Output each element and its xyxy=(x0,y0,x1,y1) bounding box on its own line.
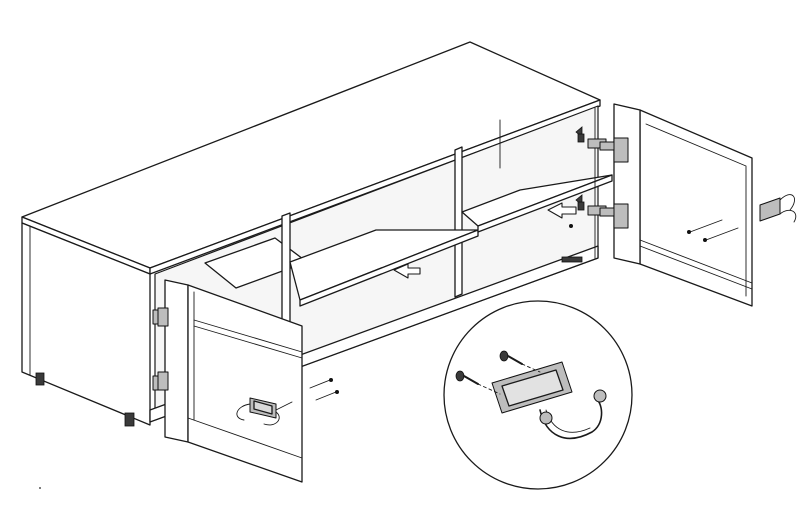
left-door xyxy=(157,279,339,483)
left-door-rail-3 xyxy=(187,417,303,459)
cabinet-left-side xyxy=(21,222,151,426)
left-door-edge xyxy=(164,279,189,443)
cabinet-divider-2 xyxy=(454,146,463,298)
hinge-arm-top xyxy=(599,141,615,151)
cabinet-foot-2 xyxy=(124,412,135,427)
handle-backplate-recess xyxy=(501,369,564,407)
right-door-edge xyxy=(613,103,641,265)
handle-knob-left xyxy=(539,411,553,425)
cabinet-shelf-right-edge xyxy=(477,174,613,233)
right-door-inset xyxy=(645,123,747,297)
screw-left-2-icon xyxy=(315,391,337,401)
handle-bail xyxy=(539,397,603,440)
screw-right-1-icon xyxy=(689,219,723,233)
right-door xyxy=(599,103,797,307)
hinge-door-bottom xyxy=(613,203,629,229)
hinge-left-door-bottom xyxy=(157,371,169,391)
left-door-handle xyxy=(236,397,293,426)
cabinet-top-side-edge xyxy=(149,99,601,275)
cabinet-shelf-center-edge xyxy=(299,229,479,307)
left-door-rail xyxy=(193,319,303,353)
insert-arrow-right-icon xyxy=(547,202,577,219)
handle-knob-right xyxy=(593,389,607,403)
screw-left-1-icon xyxy=(309,379,331,389)
handle-detail-callout xyxy=(443,300,633,490)
insert-arrow-center-icon xyxy=(393,263,421,279)
callout-screw-1-icon xyxy=(455,370,501,395)
right-door-handle xyxy=(759,194,797,223)
left-door-panel xyxy=(187,284,303,483)
hinge-cabinet-bottom xyxy=(575,194,607,216)
cabinet-foot-3 xyxy=(561,256,583,263)
hinge-arm-bottom xyxy=(599,207,615,217)
left-door-rail-2 xyxy=(193,325,303,359)
screw-hole-dot xyxy=(569,224,573,228)
stray-mark xyxy=(39,487,41,489)
hinge-door-top xyxy=(613,137,629,163)
cabinet-foot-1 xyxy=(35,372,45,386)
callout-screw-2-icon xyxy=(499,350,541,373)
right-door-rail xyxy=(639,239,753,284)
right-door-rail-2 xyxy=(639,245,753,290)
screw-right-2-icon xyxy=(705,227,739,241)
hinge-left-door-top xyxy=(157,307,169,327)
